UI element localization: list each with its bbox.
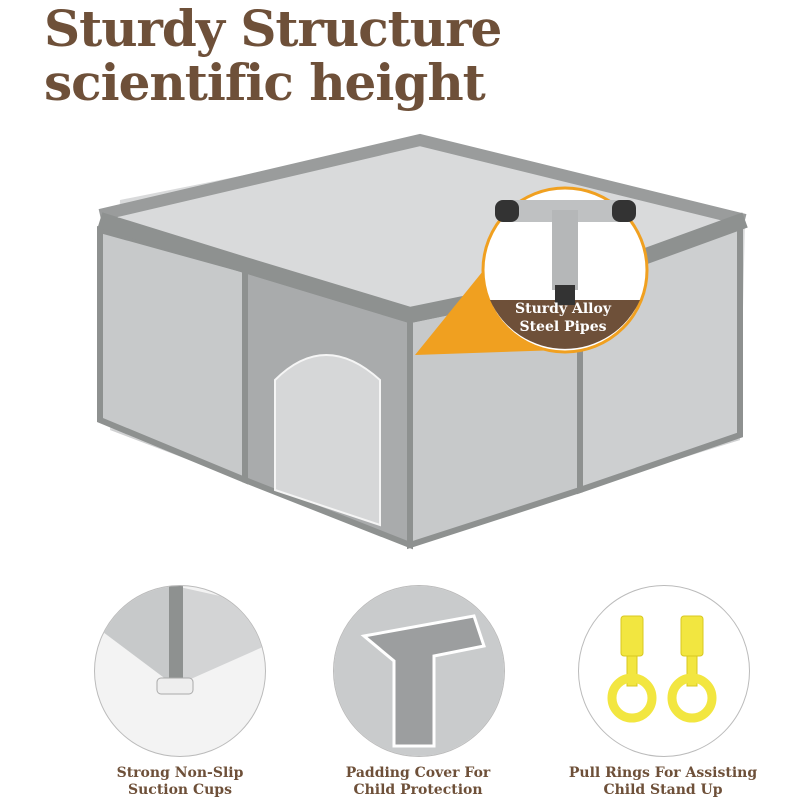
playpen-illustration	[97, 133, 748, 550]
caption-line-1: Padding Cover For	[345, 765, 491, 781]
headline-line-2: scientific height	[44, 53, 486, 112]
caption-line-2: Suction Cups	[128, 782, 232, 798]
caption-line-1: Strong Non-Slip	[116, 765, 244, 781]
feature-padding-cover-image	[333, 585, 505, 757]
caption-line-2: Child Stand Up	[603, 782, 723, 798]
feature-suction-cups-image	[94, 585, 266, 757]
playpen-door	[274, 354, 381, 527]
callout-line-1: Sturdy Alloy	[515, 301, 611, 317]
feature-pull-rings-image	[578, 585, 750, 757]
top-rail-back	[98, 133, 747, 226]
feature-caption-padding-cover: Padding Cover For Child Protection	[308, 765, 528, 799]
caption-line-2: Child Protection	[353, 782, 483, 798]
pull-ring-icon	[607, 615, 717, 723]
feature-caption-pull-rings: Pull Rings For Assisting Child Stand Up	[553, 765, 773, 799]
feature-caption-suction-cups: Strong Non-Slip Suction Cups	[70, 765, 290, 799]
steel-pipe-joint-icon	[495, 200, 636, 305]
caption-line-1: Pull Rings For Assisting	[568, 765, 758, 781]
callout-line-2: Steel Pipes	[519, 319, 607, 335]
playpen-left-panel	[97, 226, 248, 485]
callout-label-band	[490, 300, 640, 349]
callout-label: Sturdy Alloy Steel Pipes	[488, 300, 638, 336]
headline-line-1: Sturdy Structure	[44, 0, 502, 58]
